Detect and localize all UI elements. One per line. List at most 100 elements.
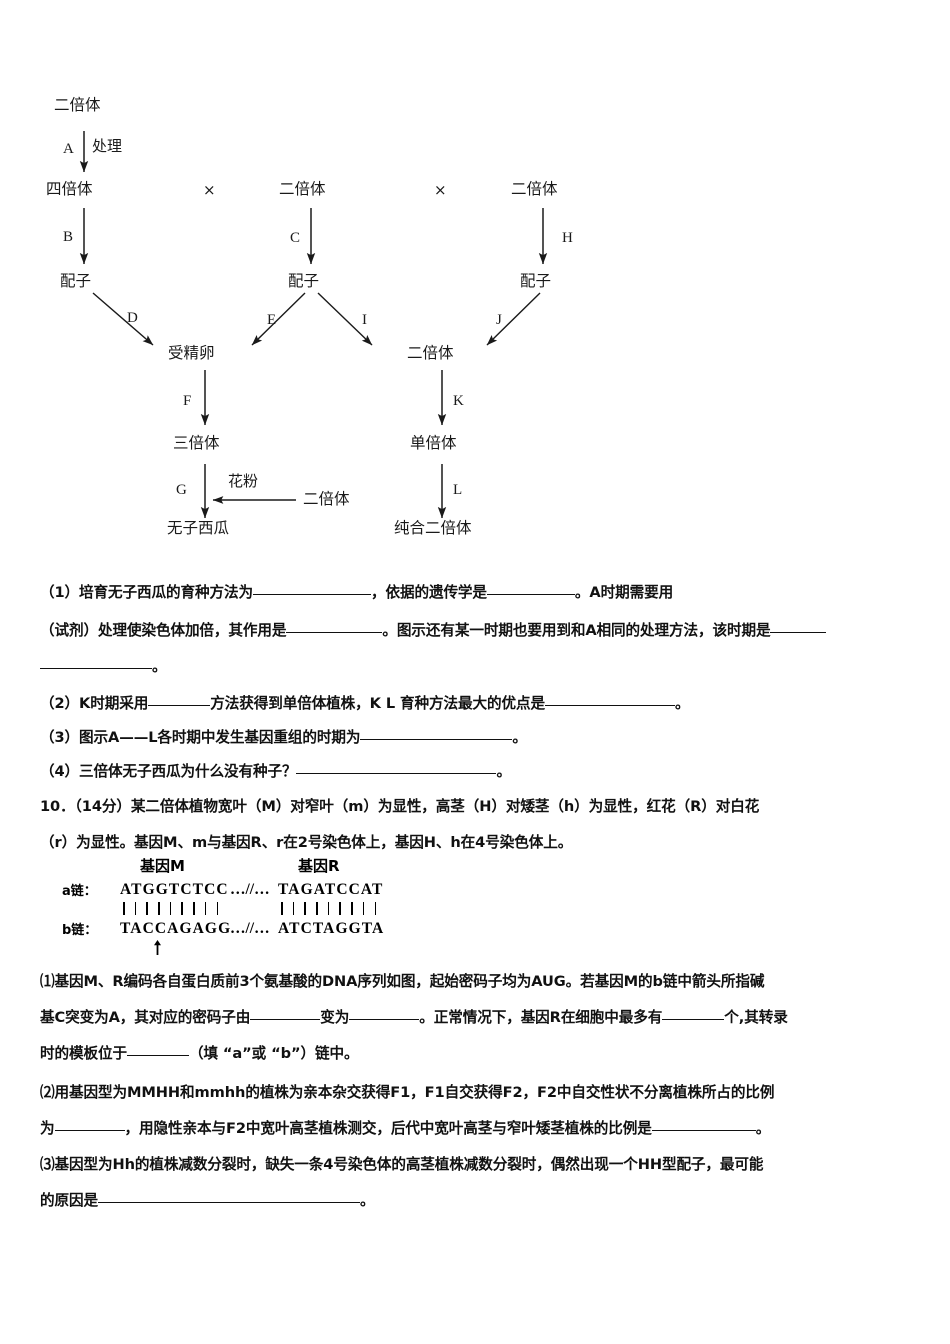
sequence-separator-top: …//…	[230, 881, 270, 898]
chain-a-label: a链：	[62, 884, 97, 899]
question-9-1-line-3: 。	[40, 658, 167, 675]
node-triploid: 三倍体	[173, 434, 220, 452]
q9-4-text-b: 。	[496, 763, 511, 780]
q10-3-text-b: 。	[359, 1192, 375, 1209]
node-gamete-right: 配子	[520, 272, 552, 290]
chain-a-right-sequence: TAGATCCAT	[278, 881, 384, 898]
node-gamete-left: 配子	[60, 272, 92, 290]
answer-blank[interactable]	[250, 1019, 321, 1020]
node-seedless-watermelon: 无子西瓜	[167, 519, 230, 537]
q9-4-text-a: （4）三倍体无子西瓜为什么没有种子？	[40, 763, 297, 780]
q9-2-text-a: （2）K时期采用	[40, 695, 149, 712]
question-10-sub3-line-2: 的原因是 。	[40, 1192, 375, 1209]
mutation-site-up-arrow-icon	[154, 940, 161, 955]
answer-blank[interactable]	[54, 1130, 125, 1131]
q9-1-text-b: ，依据的遗传学是	[370, 584, 487, 601]
flowchart-arrows	[79, 131, 548, 519]
chain-a-left-sequence: ATGGTCTCC	[120, 881, 229, 898]
q9-1-text-c: 。A时期需要用	[574, 584, 674, 601]
question-10-sub2-line-2: 为 ，用隐性亲本与F2中宽叶高茎植株测交，后代中宽叶高茎与窄叶矮茎植株的比例是 。	[40, 1120, 771, 1137]
answer-blank[interactable]	[40, 668, 152, 669]
node-zygote: 受精卵	[168, 344, 215, 362]
answer-blank[interactable]	[349, 1019, 420, 1020]
edge-label-c: C	[290, 230, 301, 246]
gene-m-title: 基因M	[140, 857, 185, 875]
base-pair-bonds-right	[281, 902, 386, 915]
answer-blank[interactable]	[286, 632, 383, 633]
q9-1-text-f: 。	[152, 658, 167, 675]
q9-2-text-b: 方法获得到单倍体植株，K L 育种方法最大的优点是	[210, 695, 545, 712]
q10-1-text-f: （填 “a”或 “b”）链中。	[188, 1045, 359, 1062]
answer-blank[interactable]	[486, 594, 575, 595]
answer-blank[interactable]	[770, 632, 827, 633]
node-tetraploid: 四倍体	[46, 180, 93, 198]
q10-1-text-a: 基C突变为A，其对应的密码子由	[40, 1009, 251, 1026]
chain-b-left-sequence: TACCAGAGG	[120, 920, 232, 937]
node-pollen-source-diploid: 二倍体	[303, 490, 350, 508]
q10-2-text-b: ，用隐性亲本与F2中宽叶高茎植株测交，后代中宽叶高茎与窄叶矮茎植株的比例是	[124, 1120, 652, 1137]
node-haploid: 单倍体	[410, 434, 457, 452]
node-gamete-mid: 配子	[288, 272, 320, 290]
base-pair-bonds-left	[123, 902, 228, 915]
edge-label-f: F	[183, 393, 192, 409]
node-diploid-lower-right: 二倍体	[407, 344, 454, 362]
cross-symbol-2: ×	[434, 181, 447, 199]
node-pure-diploid: 纯合二倍体	[394, 519, 472, 537]
node-diploid-right: 二倍体	[511, 180, 558, 198]
q9-3-text-a: （3）图示A——L各时期中发生基因重组的时期为	[40, 729, 361, 746]
chain-b-right-sequence: ATCTAGGTA	[278, 920, 385, 937]
q10-1-text-e: 时的模板位于	[40, 1045, 127, 1062]
cross-symbol-1: ×	[203, 181, 216, 199]
q10-2-text-c: 。	[755, 1120, 771, 1137]
edge-label-i: I	[362, 312, 367, 328]
q9-1-text-d: （试剂）处理使染色体加倍，其作用是	[40, 622, 287, 639]
edge-label-h: H	[562, 230, 573, 246]
question-10-stem-line-2: （r）为显性。基因M、m与基因R、r在2号染色体上，基因H、h在4号染色体上。	[40, 834, 573, 851]
q10-1-text-d: 个,其转录	[724, 1009, 788, 1026]
question-10-stem-line-1: 10．（14分）某二倍体植物宽叶（M）对窄叶（m）为显性，高茎（H）对矮茎（h）…	[40, 798, 760, 815]
question-9-4: （4）三倍体无子西瓜为什么没有种子？ 。	[40, 763, 511, 780]
q9-1-text-a: （1）培育无子西瓜的育种方法为	[40, 584, 253, 601]
chain-b-label: b链：	[62, 923, 98, 938]
annotation-treatment: 处理	[92, 137, 123, 155]
question-10-sub1-line-1: ⑴基因M、R编码各自蛋白质前3个氨基酸的DNA序列如图，起始密码子均为AUG。若…	[40, 973, 765, 990]
question-10-sub3-line-1: ⑶基因型为Hh的植株减数分裂时，缺失一条4号染色体的高茎植株减数分裂时，偶然出现…	[40, 1156, 764, 1173]
dna-sequence-figure: 基因M 基因R a链： b链： ATGGTCTCC …//… TAGATCCAT…	[60, 858, 480, 962]
q9-2-text-c: 。	[674, 695, 690, 712]
answer-blank[interactable]	[126, 1055, 189, 1056]
edge-label-g: G	[176, 482, 187, 498]
q9-1-text-e: 。图示还有某一时期也要用到和A相同的处理方法，该时期是	[382, 622, 771, 639]
q10-3-text-a: 的原因是	[40, 1192, 98, 1209]
annotation-pollen: 花粉	[228, 472, 259, 490]
breeding-flowchart: 二倍体 四倍体 二倍体 二倍体 配子 配子 配子 受精卵 二倍体 三倍体 单倍体…	[0, 0, 950, 560]
edge-label-e: E	[267, 312, 277, 328]
question-9-1-line-2: （试剂）处理使染色体加倍，其作用是 。图示还有某一时期也要用到和A相同的处理方法，…	[40, 622, 827, 639]
answer-blank[interactable]	[651, 1130, 756, 1131]
answer-blank[interactable]	[662, 1019, 725, 1020]
node-diploid-top: 二倍体	[54, 96, 101, 114]
q10-1-text-b: 变为	[320, 1009, 350, 1026]
edge-label-k: K	[453, 393, 464, 409]
question-10-sub1-line-3: 时的模板位于 （填 “a”或 “b”）链中。	[40, 1045, 359, 1062]
answer-blank[interactable]	[296, 773, 497, 774]
question-9-2: （2）K时期采用 方法获得到单倍体植株，K L 育种方法最大的优点是 。	[40, 695, 690, 712]
question-9-3: （3）图示A——L各时期中发生基因重组的时期为 。	[40, 729, 527, 746]
edge-label-j: J	[496, 312, 502, 328]
edge-label-l: L	[453, 482, 463, 498]
question-10-sub2-line-1: ⑵用基因型为MMHH和mmhh的植株为亲本杂交获得F1，F1自交获得F2，F2中…	[40, 1084, 775, 1101]
edge-label-d: D	[127, 310, 138, 326]
answer-blank[interactable]	[360, 739, 513, 740]
edge-label-a: A	[63, 141, 74, 157]
answer-blank[interactable]	[97, 1202, 360, 1203]
sequence-separator-bottom: …//…	[230, 920, 270, 937]
answer-blank[interactable]	[252, 594, 371, 595]
q10-1-text-c: 。正常情况下，基因R在细胞中最多有	[419, 1009, 663, 1026]
question-10-sub1-line-2: 基C突变为A，其对应的密码子由 变为 。正常情况下，基因R在细胞中最多有 个,其转录	[40, 1009, 788, 1026]
q10-2-text-a: 为	[40, 1120, 55, 1137]
answer-blank[interactable]	[148, 705, 211, 706]
gene-r-title: 基因R	[298, 857, 340, 875]
q9-3-text-b: 。	[512, 729, 527, 746]
edge-label-b: B	[63, 229, 74, 245]
answer-blank[interactable]	[544, 705, 675, 706]
node-diploid-mid: 二倍体	[279, 180, 326, 198]
